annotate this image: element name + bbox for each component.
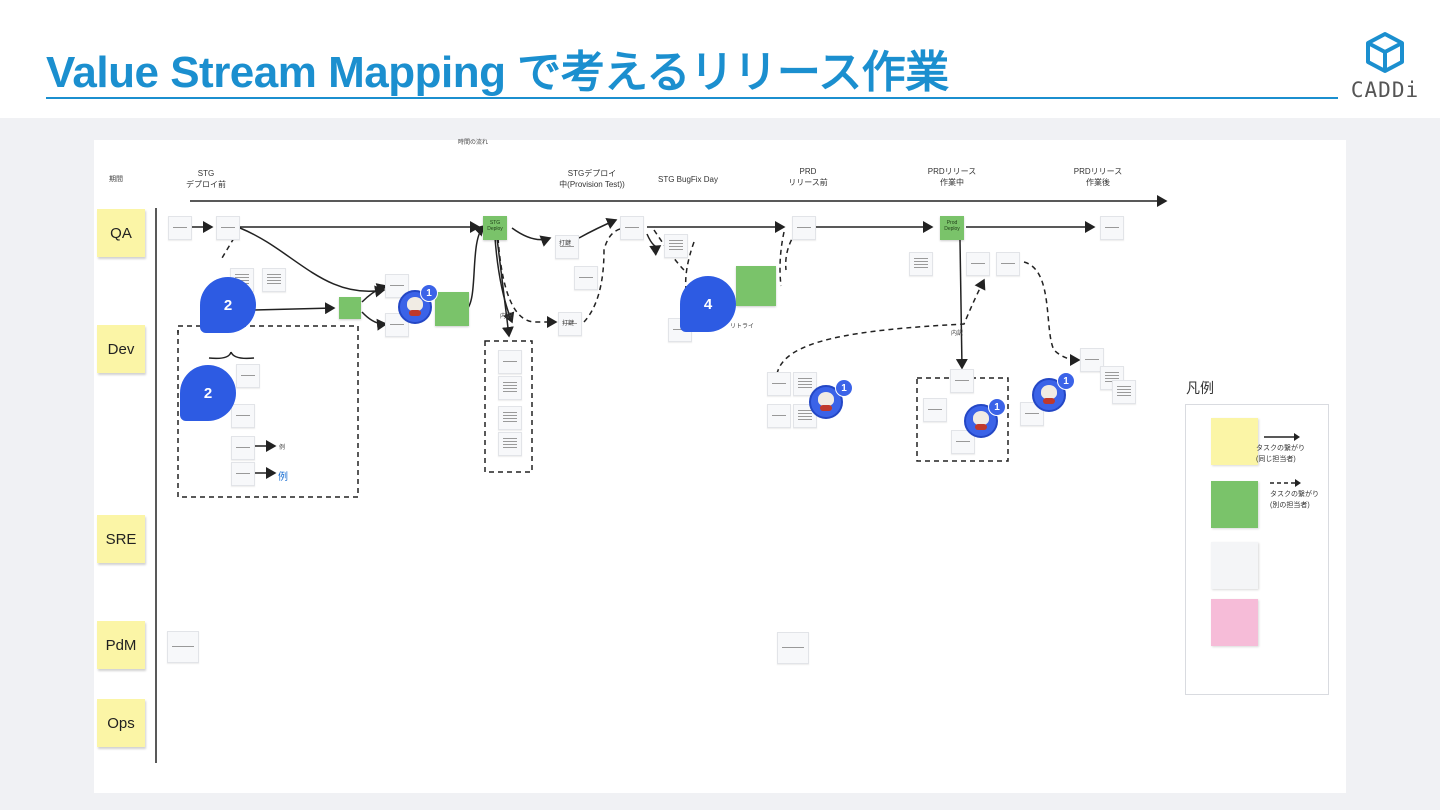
comment-count-bubble[interactable]: 2 <box>180 365 236 421</box>
task-card[interactable] <box>1100 216 1124 240</box>
legend-solid-text: タスクの繋がり(同じ担当者) <box>1256 445 1305 463</box>
task-card[interactable] <box>996 252 1020 276</box>
lane-pdm: PdM <box>97 621 145 669</box>
user-avatar[interactable] <box>398 290 432 324</box>
legend-yellow-note <box>1211 418 1258 465</box>
lane-qa: QA <box>97 209 145 257</box>
legend-white-note <box>1211 542 1258 589</box>
connector-layer <box>155 195 1168 763</box>
time-flow-caption: 時間の流れ <box>458 140 489 146</box>
period-label: 期間 <box>109 176 123 183</box>
slide-title: Value Stream Mapping で考えるリリース作業 <box>46 48 949 97</box>
task-card[interactable] <box>498 350 522 374</box>
cube-icon <box>1366 32 1404 73</box>
lane-ops: Ops <box>97 699 145 747</box>
task-card[interactable] <box>231 404 255 428</box>
retry-label: リトライ <box>730 324 755 330</box>
logo-text: CADDi <box>1350 78 1420 102</box>
legend-green-note <box>1211 481 1258 528</box>
task-card[interactable] <box>168 216 192 240</box>
task-card[interactable] <box>498 432 522 456</box>
legend-pink-note <box>1211 599 1258 646</box>
task-card[interactable] <box>923 398 947 422</box>
breakdown-label-prd: 内訳 <box>951 331 964 337</box>
task-card[interactable] <box>792 216 816 240</box>
task-card[interactable] <box>620 216 644 240</box>
comment-count-bubble[interactable]: 4 <box>680 276 736 332</box>
notification-badge: 1 <box>988 398 1006 416</box>
task-card[interactable] <box>216 216 240 240</box>
solid-arrow-icon <box>1264 433 1300 441</box>
stage-stg-deploy: STGデプロイ中(Provision Test)) <box>559 169 625 189</box>
caddi-logo: CADDi <box>1350 30 1420 102</box>
task-card[interactable] <box>950 369 974 393</box>
task-card[interactable] <box>555 235 579 259</box>
example-label-1: 例 <box>279 445 286 451</box>
stage-stg-bugfix: STG BugFix Day <box>657 175 719 184</box>
task-card[interactable] <box>558 312 582 336</box>
task-card[interactable] <box>262 268 286 292</box>
retest-label-bottom: 打鍵 <box>562 321 575 327</box>
task-card[interactable] <box>498 406 522 430</box>
breakdown-label-stg: 内訳 <box>500 314 513 320</box>
bugfix-green[interactable] <box>736 266 776 306</box>
task-card[interactable] <box>793 404 817 428</box>
task-card[interactable] <box>231 436 255 460</box>
legend-dashed-text: タスクの繋がり(別の担当者) <box>1270 491 1319 509</box>
lane-dev: Dev <box>97 325 145 373</box>
dashed-arrow-icon <box>1270 479 1301 487</box>
task-card[interactable] <box>777 632 809 664</box>
lane-sre: SRE <box>97 515 145 563</box>
legend-title: 凡例 <box>1186 380 1214 396</box>
dev-build-green[interactable] <box>435 292 469 326</box>
task-card[interactable] <box>167 631 199 663</box>
task-card[interactable] <box>1020 402 1044 426</box>
task-card[interactable] <box>236 364 260 388</box>
retest-label-top: 打鍵 <box>559 241 572 247</box>
comment-count-bubble[interactable]: 2 <box>200 277 256 333</box>
task-card[interactable] <box>498 376 522 400</box>
notification-badge: 1 <box>420 284 438 302</box>
task-card[interactable] <box>231 462 255 486</box>
task-card[interactable] <box>966 252 990 276</box>
legend-box: タスクの繋がり(同じ担当者) タスクの繋がり(別の担当者) <box>1185 404 1329 695</box>
prod-deploy-card[interactable]: Prod Deploy <box>940 216 964 240</box>
title-underline <box>46 97 1338 99</box>
stage-prd-after: PRDリリース作業後 <box>1073 167 1123 187</box>
task-card[interactable] <box>767 372 791 396</box>
dev-task-green[interactable] <box>339 297 361 319</box>
task-card[interactable] <box>664 234 688 258</box>
task-card[interactable] <box>767 404 791 428</box>
notification-badge: 1 <box>835 379 853 397</box>
task-card[interactable] <box>909 252 933 276</box>
task-card[interactable] <box>574 266 598 290</box>
notification-badge: 1 <box>1057 372 1075 390</box>
stg-deploy-card[interactable]: STG Deploy <box>483 216 507 240</box>
task-card[interactable] <box>1112 380 1136 404</box>
stage-prd-during: PRDリリース作業中 <box>927 167 977 187</box>
example-label-2[interactable]: 例 <box>278 472 288 483</box>
